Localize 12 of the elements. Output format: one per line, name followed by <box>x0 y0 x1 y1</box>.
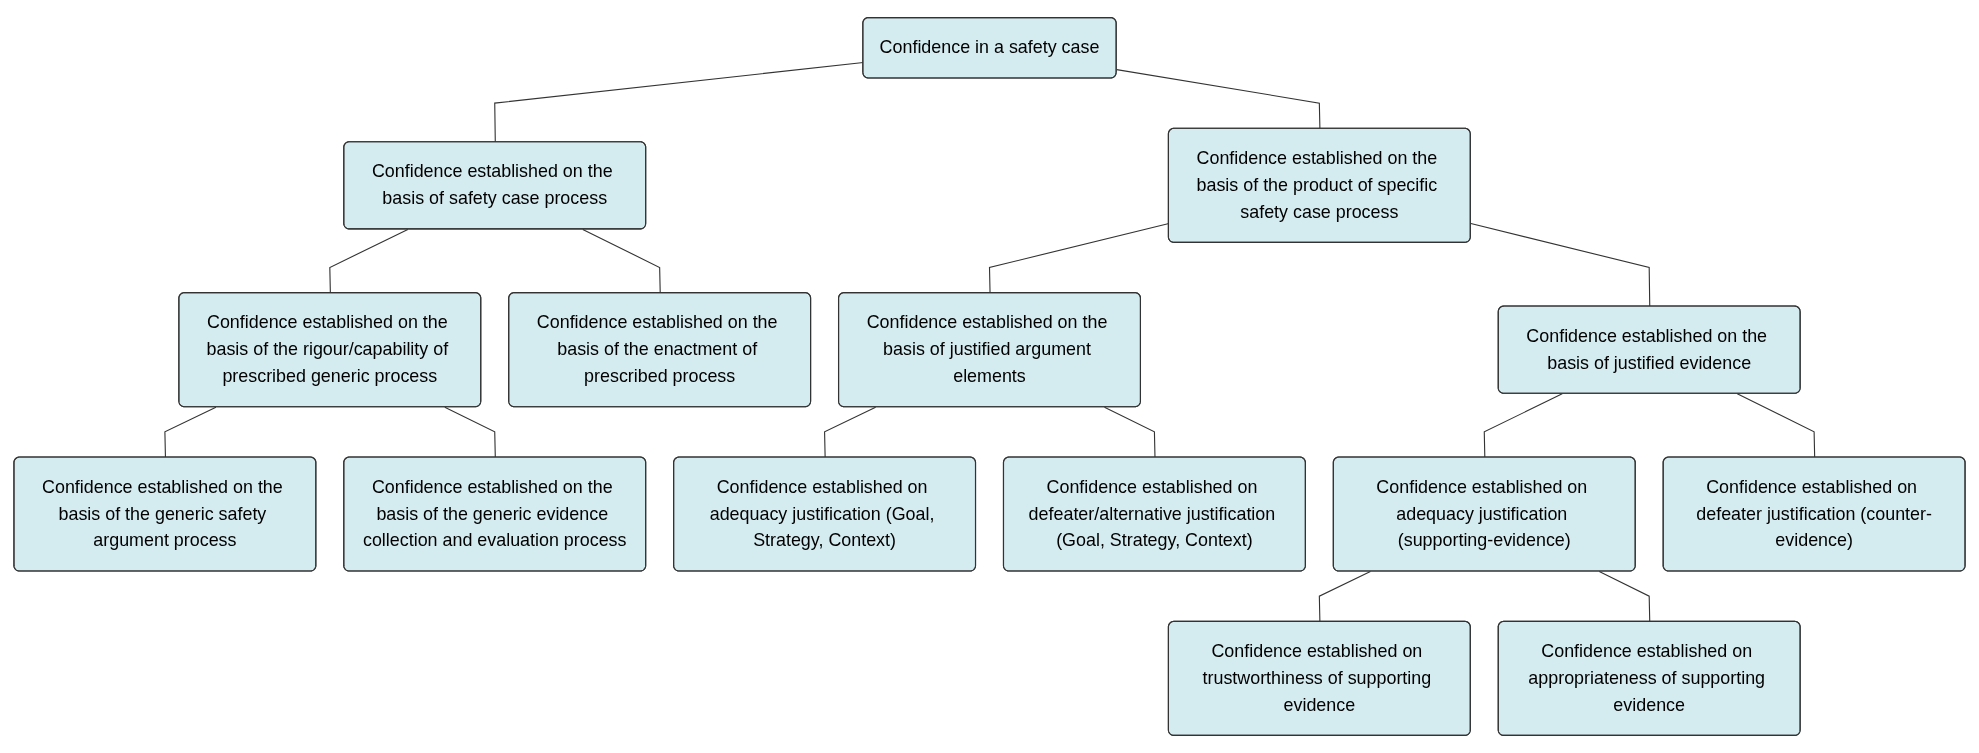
connector <box>1736 393 1816 459</box>
connector <box>1598 571 1651 623</box>
connector <box>329 228 409 294</box>
connector <box>1103 406 1156 459</box>
connector <box>164 406 217 459</box>
connector <box>824 406 877 459</box>
connector <box>582 228 661 294</box>
connector <box>1470 222 1651 308</box>
connector <box>1318 571 1371 623</box>
connector <box>1483 393 1563 459</box>
connector <box>444 406 496 459</box>
connector <box>1116 69 1321 130</box>
